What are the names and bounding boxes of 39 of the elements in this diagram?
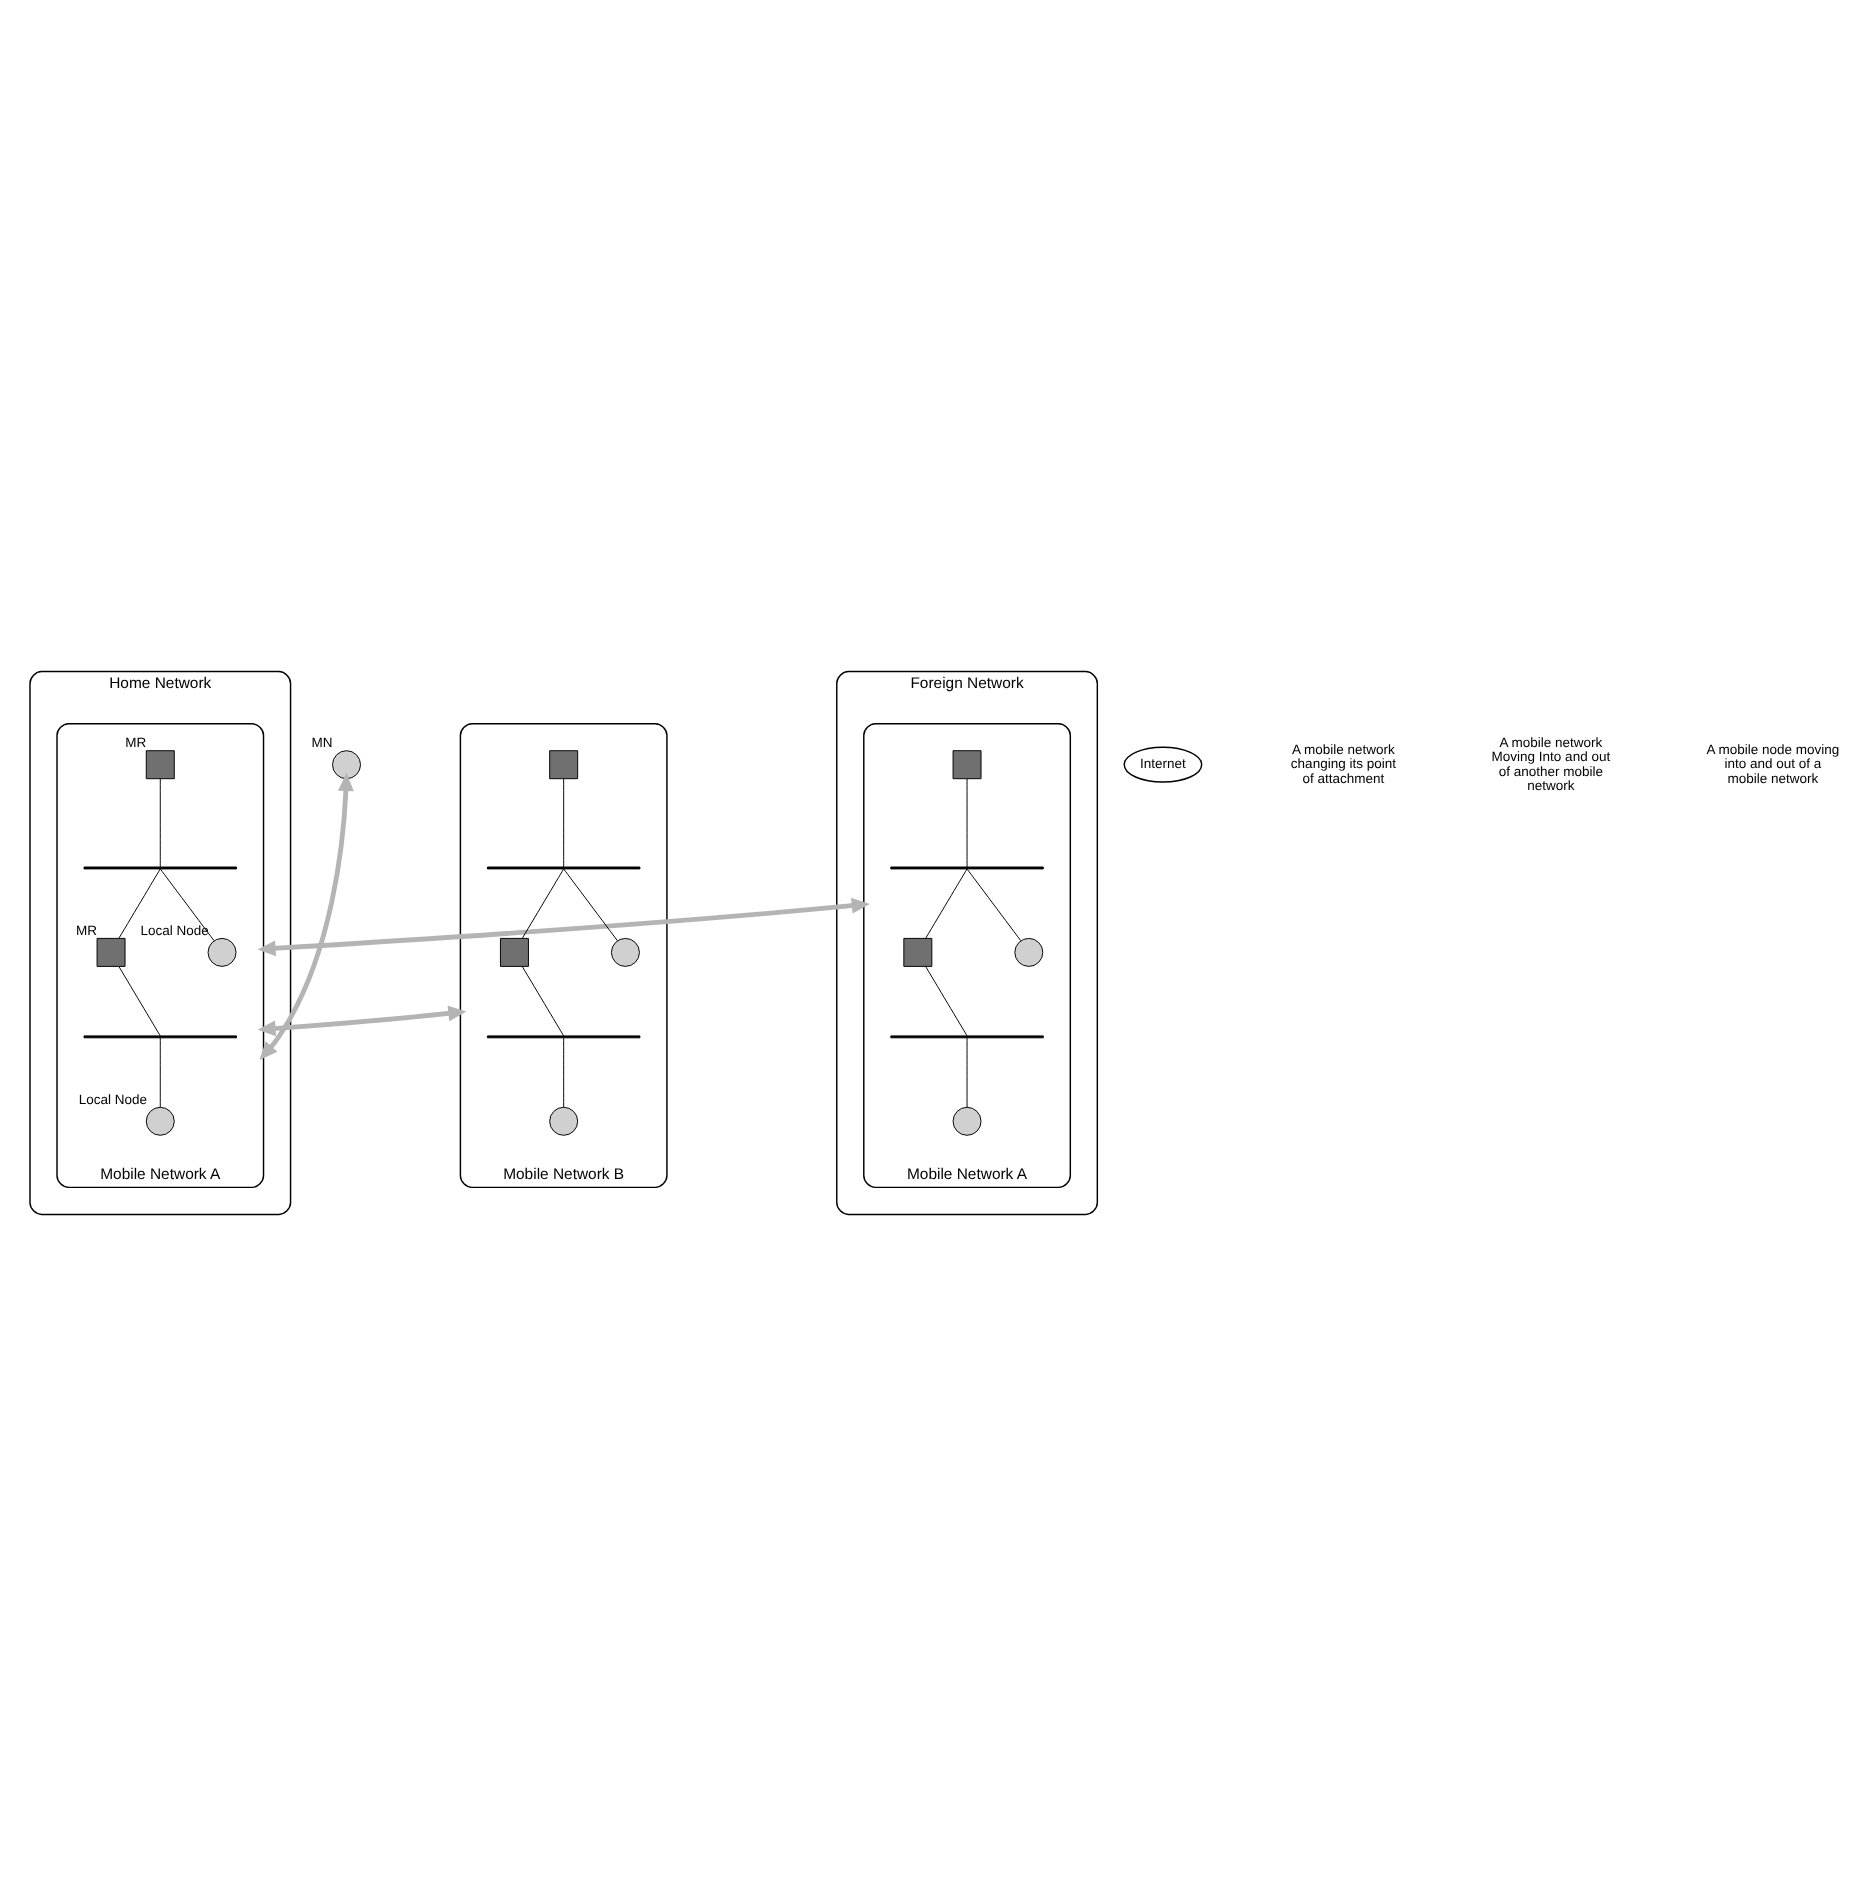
node-circle bbox=[610, 936, 640, 966]
node-bar bbox=[486, 865, 641, 869]
connector bbox=[521, 867, 565, 938]
node-circle bbox=[1014, 936, 1044, 966]
node-circle bbox=[145, 1105, 175, 1135]
node-box bbox=[952, 749, 982, 779]
connector bbox=[521, 965, 565, 1036]
node-box bbox=[903, 936, 933, 966]
cluster: Mobile Network B bbox=[459, 721, 668, 1188]
node-circle bbox=[207, 936, 237, 966]
node-box bbox=[96, 936, 126, 966]
node-circle bbox=[332, 749, 361, 779]
arrow bbox=[257, 1004, 467, 1036]
connector bbox=[563, 777, 565, 867]
connector bbox=[563, 867, 618, 941]
node-circle bbox=[952, 1105, 982, 1135]
connector bbox=[118, 965, 161, 1036]
connector bbox=[925, 867, 968, 938]
node-bar bbox=[486, 1034, 641, 1038]
node-circle bbox=[549, 1105, 579, 1135]
connector bbox=[925, 965, 968, 1036]
cluster: Mobile Network A bbox=[863, 721, 1072, 1188]
connector bbox=[118, 867, 161, 938]
connector bbox=[966, 1036, 968, 1107]
arrow bbox=[257, 896, 870, 956]
arrow bbox=[259, 771, 354, 1059]
connector bbox=[159, 867, 215, 941]
connector bbox=[966, 867, 1022, 941]
node-bar bbox=[83, 865, 237, 869]
node-box bbox=[499, 936, 529, 966]
node-bar bbox=[890, 1034, 1044, 1038]
connector bbox=[563, 1036, 565, 1107]
node-bar bbox=[890, 865, 1044, 869]
connector bbox=[966, 777, 968, 867]
connector bbox=[159, 777, 161, 867]
node-bar bbox=[83, 1034, 237, 1038]
node-box bbox=[145, 749, 175, 779]
connector bbox=[159, 1036, 161, 1107]
node-box bbox=[549, 749, 579, 779]
